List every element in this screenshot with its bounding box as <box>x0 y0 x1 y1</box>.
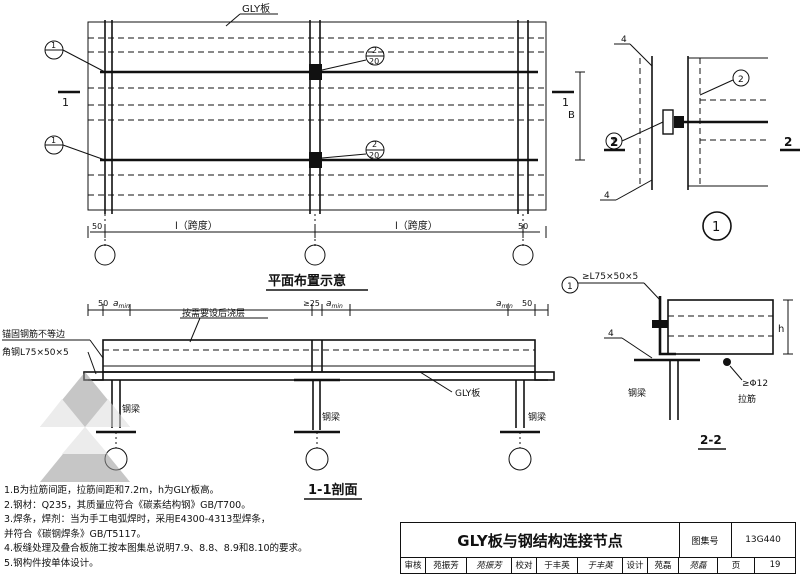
watermark-logo <box>40 372 130 482</box>
beam-label: 钢梁 <box>528 411 546 423</box>
page-label: 页 <box>718 557 755 573</box>
section-cut-label: 2 <box>784 135 792 149</box>
axis-bubble <box>94 244 116 266</box>
amin: amin <box>113 299 130 310</box>
detail-bubble-label: 1 <box>712 220 720 235</box>
axis-bubble <box>512 244 534 266</box>
rebar-dot <box>723 358 731 366</box>
weld-size: 4 <box>604 191 610 201</box>
design-label: 设计 <box>623 557 648 573</box>
span-label: l（跨度） <box>175 219 218 232</box>
beam-label: 钢梁 <box>628 387 646 399</box>
note-line: 4.板缝处理及叠合板施工按本图集总说明7.9、8.8、8.9和8.10的要求。 <box>4 543 308 554</box>
connection-plate <box>309 64 322 80</box>
rebar-label: ≥Φ12 <box>742 379 768 389</box>
slab-label: GLY板 <box>242 2 270 15</box>
anchor-note: 角钢L75×50×5 <box>2 346 69 358</box>
amin: amin <box>326 299 343 310</box>
atlas-label: 图集号 <box>679 523 732 558</box>
detail-ref-num: 2 <box>372 140 377 149</box>
section-cut-label: 1 <box>62 96 69 109</box>
design-signature: 苑磊 <box>679 557 718 573</box>
note-line: 3.焊条，焊剂：当为手工电弧焊时，采用E4300-4313型焊条， <box>4 514 271 525</box>
angle-label: ≥L75×50×5 <box>582 272 638 282</box>
beam-label: 钢梁 <box>322 411 340 423</box>
ref-circle-num: 1 <box>51 41 56 50</box>
general-notes: 1.B为拉筋间距，拉筋间距和7.2m，h为GLY板高。 2.钢材：Q235，其质… <box>4 484 399 571</box>
section-title: 2-2 <box>700 433 722 447</box>
check-label: 校对 <box>512 557 537 573</box>
dim-50: 50 <box>98 299 108 308</box>
ref-circle-num: 1 <box>51 136 56 145</box>
signature-row: 审核 苑振芳 苑振芳 校对 于丰英 于丰英 设计 苑磊 苑磊 页 19 <box>401 557 795 573</box>
detail-ref-den: 20 <box>369 151 379 160</box>
page-number: 19 <box>769 560 781 570</box>
dim-50: 50 <box>92 222 102 231</box>
section-cut-label: 1 <box>562 96 569 109</box>
review-name: 苑振芳 <box>426 557 467 573</box>
amin: amin <box>496 299 513 310</box>
review-label: 审核 <box>401 557 426 573</box>
plan-view: GLY板 2 20 2 20 1 1 1 1 B <box>44 2 585 291</box>
weld-size: 4 <box>608 329 614 339</box>
title-block: GLY板与钢结构连接节点 图集号 13G440 审核 苑振芳 苑振芳 校对 于丰… <box>400 522 796 574</box>
dim-50: 50 <box>522 299 532 308</box>
dim-h: h <box>778 324 784 335</box>
detail-ref-den: 20 <box>369 57 379 66</box>
rebar-desc: 拉筋 <box>738 393 756 405</box>
drawing-title: GLY板与钢结构连接节点 <box>401 523 680 558</box>
weld-size: 4 <box>621 35 627 45</box>
note-line: 2.钢材：Q235，其质量应符合《碳素结构钢》GB/T700。 <box>4 499 251 511</box>
detail-bubble <box>702 211 732 241</box>
note-line: 5.钢构件按单体设计。 <box>4 557 99 569</box>
ref-circle: 1 <box>567 282 573 292</box>
axis-bubble <box>508 447 532 471</box>
axis-bubble <box>305 447 329 471</box>
dim-25: ≥25 <box>303 299 320 308</box>
slab-label: GLY板 <box>455 387 480 399</box>
detail-ref-num: 2 <box>372 46 377 55</box>
axis-bubble <box>304 244 326 266</box>
ref-circle: 1 <box>611 138 617 148</box>
beam-label: 钢梁 <box>122 403 140 415</box>
span-label: l（跨度） <box>395 219 438 232</box>
section-1-1: 50 amin ≥25 amin amin 50 按需要设后浇层 锚固钢筋不等边… <box>2 299 555 500</box>
check-signature: 于丰英 <box>578 557 623 573</box>
section-2-2: h 1 ≥L75×50×5 4 ≥Φ12 拉筋 钢梁 2-2 <box>561 272 793 450</box>
ref-circle: 2 <box>738 75 744 85</box>
dim-50: 50 <box>518 222 528 231</box>
atlas-number: 13G440 <box>731 523 795 558</box>
connection-plate <box>309 152 322 168</box>
review-signature: 苑振芳 <box>467 557 512 573</box>
plan-title: 平面布置示意 <box>268 273 346 289</box>
dim-B: B <box>568 110 575 121</box>
pour-note: 按需要设后浇层 <box>182 307 245 319</box>
detail-1: 4 4 2 2 1 2 1 <box>600 35 800 241</box>
note-line: 1.B为拉筋间距，拉筋间距和7.2m，h为GLY板高。 <box>4 485 220 496</box>
design-name: 苑磊 <box>648 557 679 573</box>
anchor-note: 锚固钢筋不等边 <box>2 328 65 340</box>
note-line: 并符合《碳钢焊条》GB/T5117。 <box>4 528 147 540</box>
section-title: 1-1剖面 <box>308 482 358 498</box>
section-cut-label: 2 <box>610 135 618 149</box>
check-name: 于丰英 <box>537 557 578 573</box>
